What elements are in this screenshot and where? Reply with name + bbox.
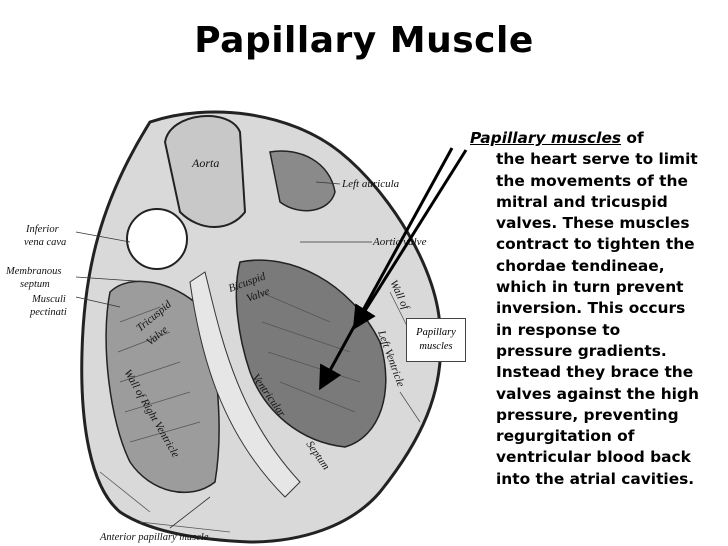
ventricular-septum	[189, 271, 301, 498]
description-text: Papillary muscles of the heart serve to …	[470, 128, 722, 490]
description-line: in response to	[496, 320, 621, 339]
label-musculi-pectinati-2: pectinati	[29, 307, 67, 318]
right-ventricle-cavity	[105, 280, 220, 494]
label-inferior-vena-cava-2: vena cava	[24, 237, 66, 248]
description-line: the heart serve to limit	[496, 150, 698, 169]
vena-cava-opening	[126, 208, 188, 270]
description-line: chordae tendineae,	[496, 256, 665, 275]
description-line: inversion. This occurs	[496, 299, 686, 318]
description-line: mitral and tricuspid	[496, 192, 668, 211]
label-left-auricula: Left auricula	[341, 178, 400, 190]
label-membranous-septum-1: Membranous	[5, 266, 61, 277]
label-anterior-papillary-muscle: Anterior papillary muscle	[99, 532, 209, 543]
callout-line-2: muscles	[419, 341, 453, 352]
description-line: valves. These muscles	[496, 214, 690, 233]
label-membranous-septum-2: septum	[20, 279, 50, 290]
description-line: contract to tighten the	[496, 235, 695, 254]
label-aortic-valve: Aortic valve	[372, 236, 427, 248]
description-line: pressure gradients.	[496, 341, 667, 360]
description-line: the movements of the	[496, 171, 688, 190]
description-line: ventricular blood back	[496, 448, 691, 467]
label-musculi-pectinati-1: Musculi	[31, 294, 66, 305]
description-first-line: Papillary muscles of	[470, 128, 722, 149]
aorta-shape	[163, 115, 247, 228]
description-line: regurgitation of	[496, 427, 635, 446]
callout-line-1: Papillary	[416, 327, 456, 338]
label-aorta: Aorta	[191, 156, 219, 170]
description-lead: Papillary muscles	[470, 129, 622, 147]
description-line: into the atrial cavities.	[496, 469, 695, 488]
description-line: Instead they brace the	[496, 363, 694, 382]
description-first-rest: of	[621, 129, 644, 147]
description-line: which in turn prevent	[496, 278, 684, 297]
description-line: pressure, preventing	[496, 405, 679, 424]
papillary-muscles-callout: Papillary muscles	[406, 318, 466, 362]
page-title: Papillary Muscle	[194, 20, 534, 61]
label-inferior-vena-cava-1: Inferior	[25, 224, 60, 235]
description-line: valves against the high	[496, 384, 699, 403]
